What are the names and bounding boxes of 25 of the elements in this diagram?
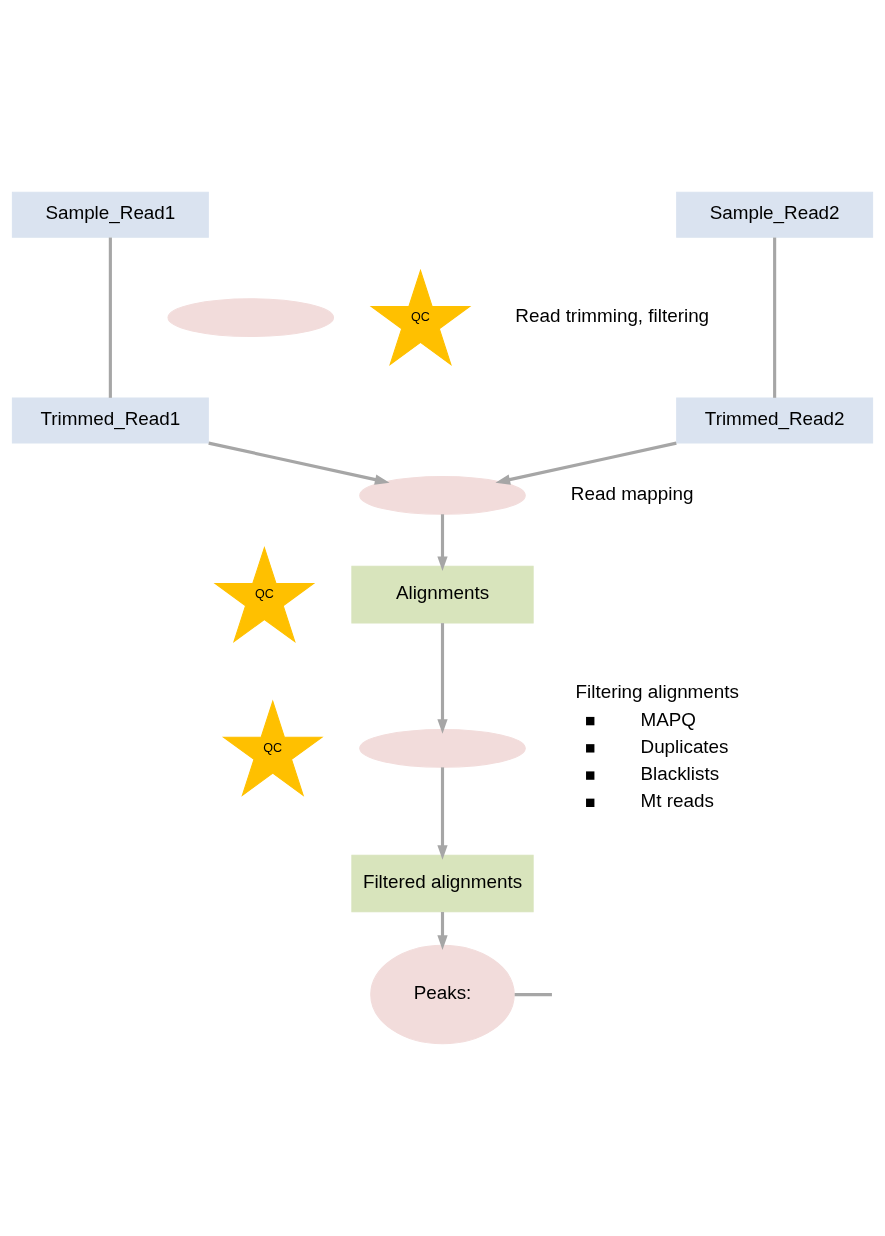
connector (108, 237, 112, 398)
label: Blacklists (640, 763, 720, 785)
arrow (437, 623, 448, 734)
label: Filtering alignments (575, 681, 739, 703)
label: Mt reads (640, 790, 714, 812)
node-box: Sample_Read1 (11, 191, 209, 238)
node-box: Alignments (351, 565, 534, 624)
node-box: Filtered alignments (351, 854, 534, 913)
label: Read trimming, filtering (515, 305, 710, 327)
arrow (208, 441, 390, 485)
node-box: Sample_Read2 (676, 191, 874, 238)
arrow (437, 767, 448, 860)
node-ellipse (167, 298, 335, 337)
label: MAPQ (640, 708, 697, 730)
arrow (495, 441, 677, 485)
label: Read mapping (570, 483, 694, 505)
arrow (437, 912, 448, 950)
node-ellipse (359, 728, 526, 768)
node-box: Trimmed_Read1 (11, 397, 209, 444)
arrow (437, 514, 448, 572)
node-ellipse: Peaks: (370, 944, 515, 1045)
node-box: Trimmed_Read2 (676, 397, 874, 444)
label: Duplicates (640, 735, 729, 757)
connector (514, 993, 552, 997)
connector (773, 237, 777, 398)
